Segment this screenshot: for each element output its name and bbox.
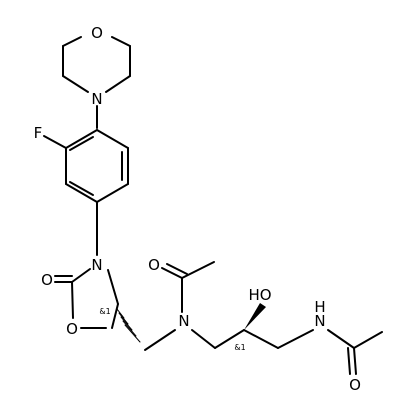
- atom-terminal-acetyl-oxygen: O: [349, 376, 361, 394]
- stereo-label-hydroxyl-carbon: &1: [234, 343, 245, 352]
- bond-chain-amide: [243, 329, 279, 349]
- atom-morpholine-nitrogen: N: [91, 90, 102, 108]
- atom-fluorine: F: [34, 124, 43, 142]
- atom-secondary-amide-nitrogen: N: [314, 312, 325, 330]
- atom-secondary-amide-hydrogen: H: [314, 298, 325, 316]
- stereo-hash-bond: [116, 308, 141, 343]
- atom-oxazolidinone-ring-oxygen: O: [66, 320, 78, 338]
- atom-tertiary-amine-nitrogen: N: [178, 312, 189, 330]
- stereo-wedge-bond: [244, 303, 266, 330]
- morpholine-ring: [62, 36, 131, 93]
- atom-oxazolidinone-nitrogen: N: [91, 256, 102, 274]
- stereo-label-oxazolidinone: &1: [99, 307, 110, 316]
- bond-amine-chain: [191, 329, 216, 349]
- atom-acetamide-oxygen: O: [148, 256, 160, 274]
- atom-oxazolidinone-carbonyl-oxygen: O: [41, 271, 53, 289]
- atom-morpholine-oxygen: O: [91, 24, 103, 42]
- fluorophenyl-ring: [65, 129, 129, 203]
- bond-methylene-amine: [144, 329, 176, 351]
- bond-carbon-fluorine: [43, 135, 67, 149]
- atom-hydroxyl: HO: [248, 286, 271, 304]
- terminal-acetamide: [327, 329, 383, 375]
- oxazolidinone-ring: [71, 268, 119, 329]
- n-acetyl-group: [161, 261, 215, 313]
